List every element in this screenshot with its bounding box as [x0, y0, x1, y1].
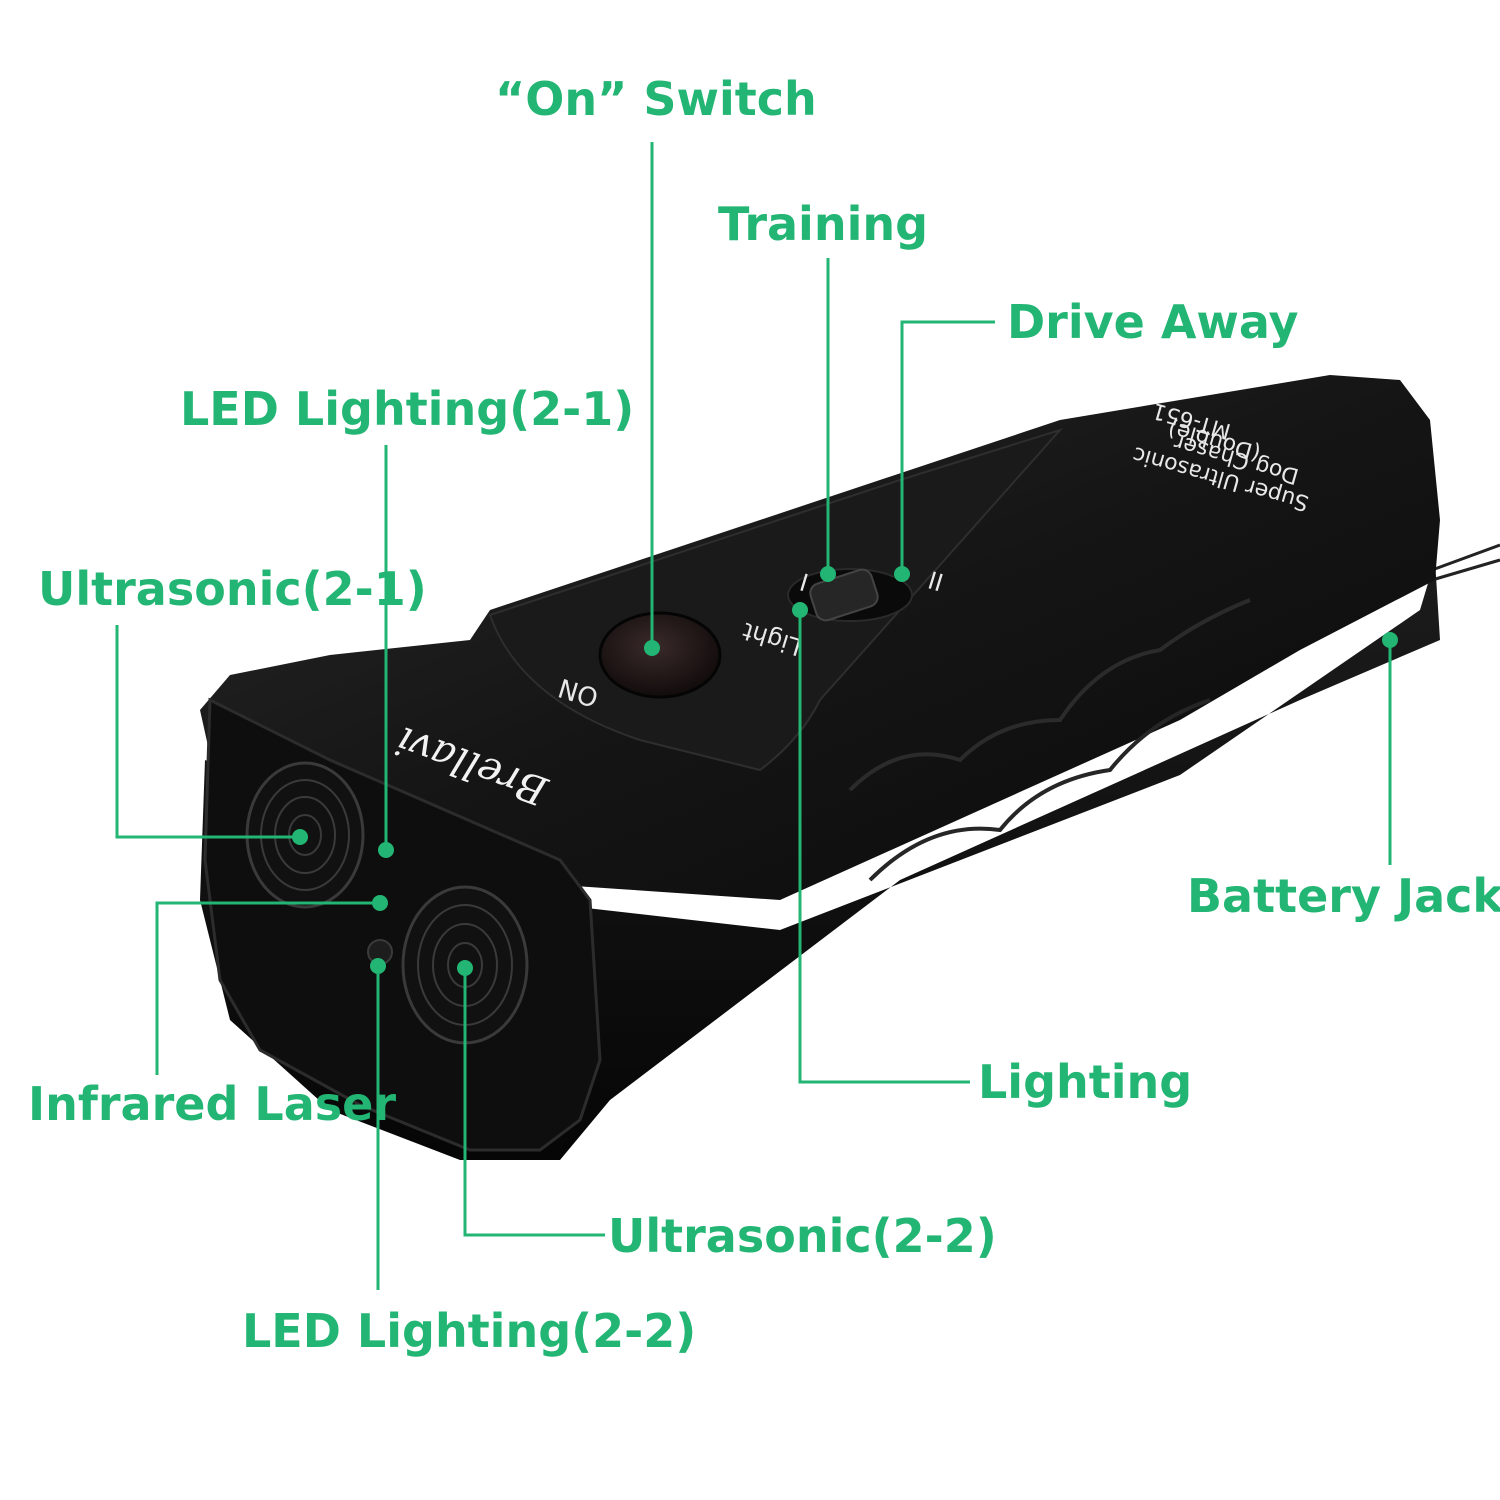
on-button[interactable]: [598, 611, 722, 699]
label-lighting: Lighting: [978, 1055, 1192, 1109]
leader-drive-away: [900, 320, 995, 574]
leader-lighting: [798, 610, 970, 1084]
label-led-lighting-2-1: LED Lighting(2-1): [180, 382, 634, 436]
label-training: Training: [718, 197, 928, 251]
label-battery-jack: Battery Jack: [1187, 869, 1500, 923]
label-ultrasonic-2-1: Ultrasonic(2-1): [38, 562, 427, 616]
callout-dots: [292, 566, 1398, 976]
label-ultrasonic-2-2: Ultrasonic(2-2): [608, 1209, 997, 1263]
leader-infrared: [155, 901, 380, 1075]
leader-lines: [115, 142, 1392, 1290]
mode-switch[interactable]: [787, 567, 913, 623]
grip-ridges: [848, 598, 1251, 792]
label-on-switch: “On” Switch: [495, 72, 817, 126]
leader-ultrasonic-2-2: [463, 968, 605, 1237]
label-led-lighting-2-2: LED Lighting(2-2): [242, 1304, 696, 1358]
leader-ultrasonic-2-1: [115, 625, 300, 839]
label-drive-away: Drive Away: [1007, 295, 1299, 349]
lanyard-cord: [1431, 543, 1500, 572]
label-infrared-laser: Infrared Laser: [28, 1077, 396, 1131]
